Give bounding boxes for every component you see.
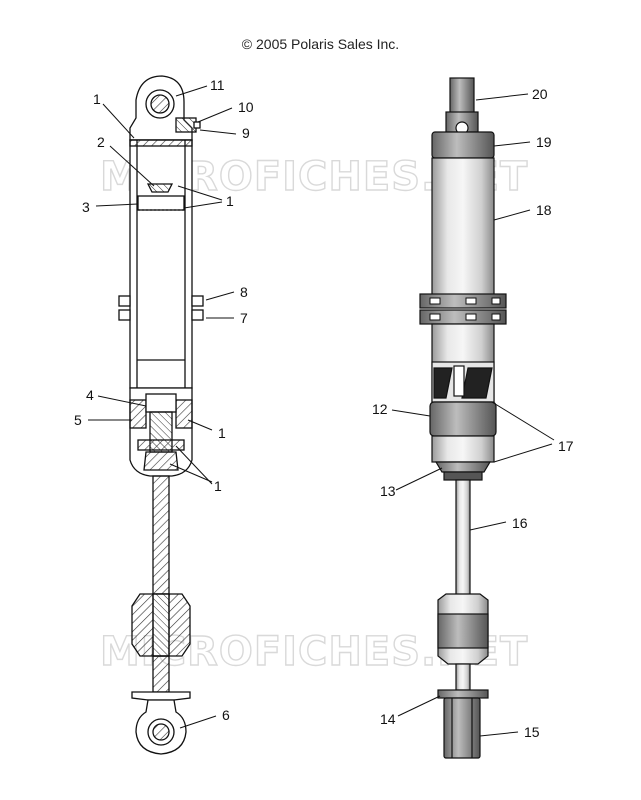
callout-1: 1	[93, 91, 101, 107]
callout-1: 1	[226, 193, 234, 209]
callout-18: 18	[536, 202, 552, 218]
callout-11: 11	[210, 77, 225, 93]
callout-7: 7	[240, 310, 248, 326]
callout-17: 17	[558, 438, 574, 454]
callout-9: 9	[242, 125, 250, 141]
callout-14: 14	[380, 711, 396, 727]
callout-8: 8	[240, 284, 248, 300]
callout-13: 13	[380, 483, 396, 499]
callout-10: 10	[238, 99, 254, 115]
callout-1: 1	[214, 478, 222, 494]
callout-19: 19	[536, 134, 552, 150]
right-leader-lines	[391, 93, 555, 737]
callout-16: 16	[512, 515, 528, 531]
callout-5: 5	[74, 412, 82, 428]
callout-2: 2	[97, 134, 105, 150]
exterior-shock	[419, 77, 507, 759]
callout-6: 6	[222, 707, 230, 723]
copyright-notice: © 2005 Polaris Sales Inc.	[241, 36, 400, 52]
callout-15: 15	[524, 724, 540, 740]
callout-3: 3	[82, 199, 90, 215]
callout-labels: 1 2 1 3 4 5 1 1 6 7 8 9 10 11 20 19 18 1…	[74, 77, 574, 740]
callout-4: 4	[86, 387, 94, 403]
callout-1: 1	[218, 425, 226, 441]
left-leader-lines	[88, 85, 237, 729]
callout-12: 12	[372, 401, 388, 417]
cutaway-shock	[118, 75, 204, 755]
callout-20: 20	[532, 86, 548, 102]
